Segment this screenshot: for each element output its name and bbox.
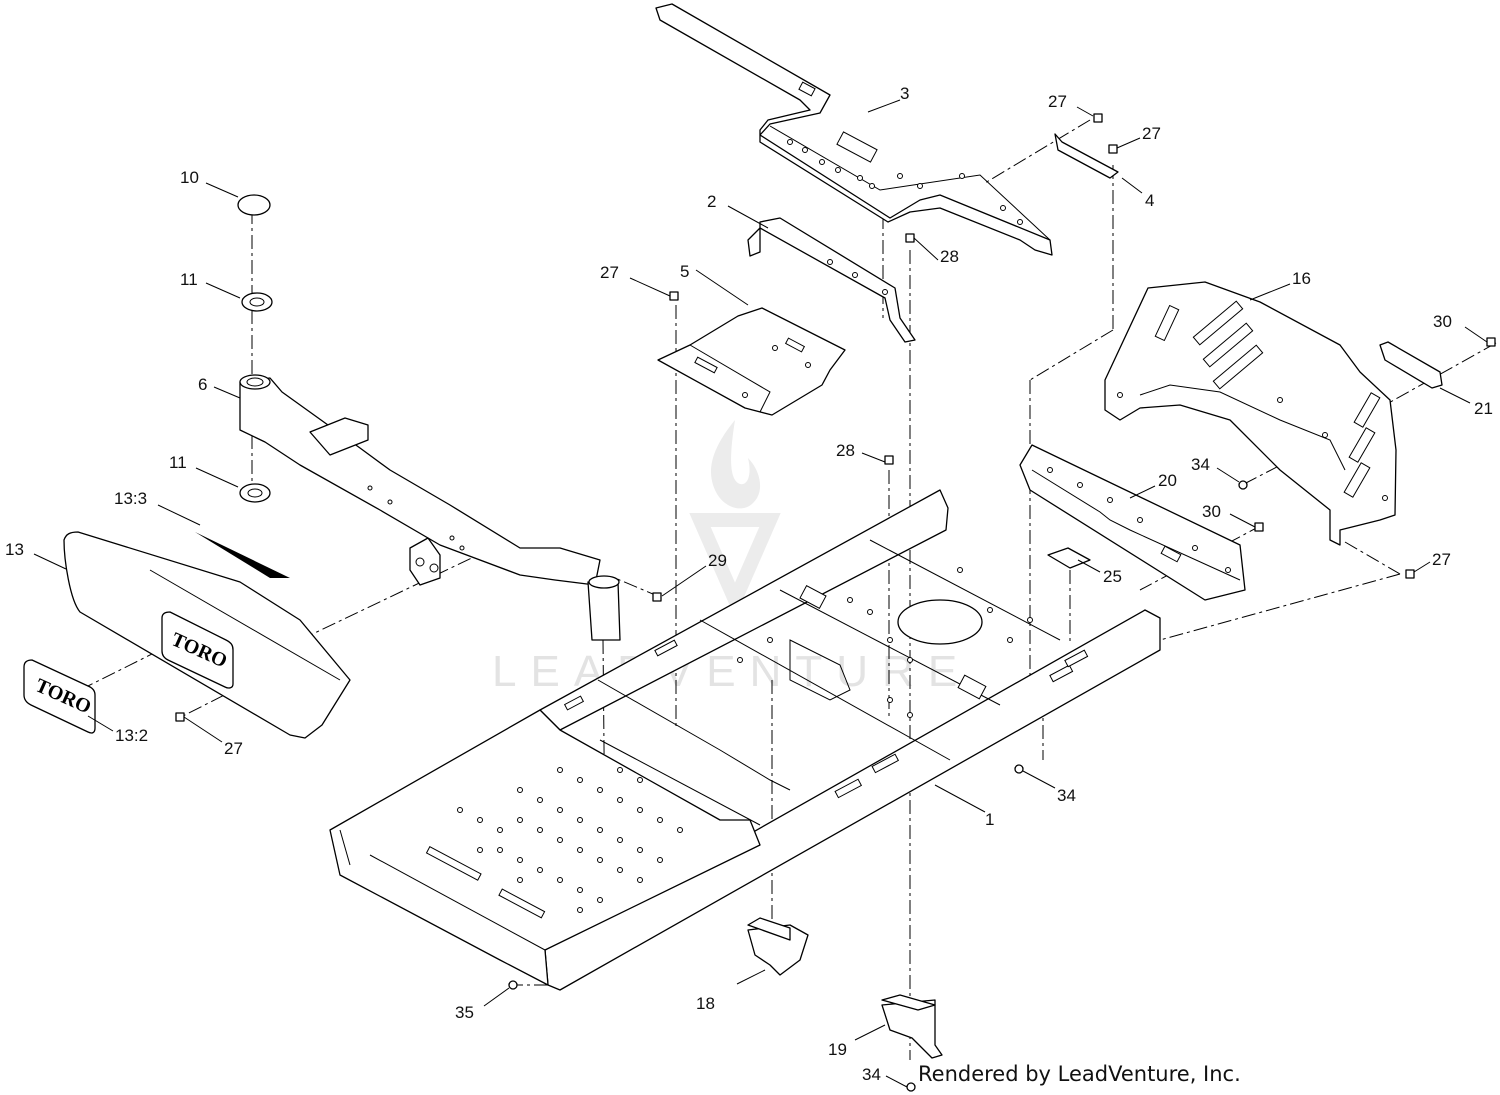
callout-27-a: 27 [1048,92,1067,111]
part-4-bracket [1054,133,1119,179]
part-20-cross-plate [1019,444,1246,601]
fastener-27e [175,712,185,722]
callout-3: 3 [900,84,909,103]
callout-21: 21 [1474,399,1493,418]
callout-11-upper: 11 [180,270,198,289]
callout-11-lower: 11 [169,453,187,472]
part-13-2-decal: TORO [23,659,96,734]
part-19-bracket [881,994,943,1059]
callout-27-d: 27 [1432,550,1451,569]
part-18-bracket [747,917,809,976]
fastener-28b [884,455,894,465]
fastener-29 [652,592,662,602]
fastener-30b [1254,522,1264,532]
render-credit: Rendered by LeadVenture, Inc. [918,1062,1241,1086]
callout-10: 10 [180,168,199,187]
callout-16: 16 [1292,269,1311,288]
part-5-plate [657,307,846,416]
fastener-34b [1014,764,1024,774]
fasteners [175,113,1496,1092]
fastener-30a [1486,337,1496,347]
part-13-front-shroud: TORO [63,531,351,739]
callout-1: 1 [985,810,994,829]
fastener-27a [1093,113,1103,123]
part-13-3-decal-stripe [195,532,290,578]
fastener-27d [1405,569,1415,579]
callout-34-c: 34 [862,1065,881,1084]
callout-30-b: 30 [1202,502,1221,521]
callout-29: 29 [708,551,727,570]
callout-2: 2 [707,192,716,211]
fastener-35 [508,980,518,990]
fastener-27b [1108,144,1118,154]
callout-18: 18 [696,994,715,1013]
watermark: LEADVENTURE [492,420,971,696]
deck-perforations [457,767,683,913]
part-16-seat-pan [1104,281,1397,546]
callout-30-a: 30 [1433,312,1452,331]
callout-13-3: 13:3 [114,489,147,508]
part-10-cap [237,194,271,216]
part-21-bracket [1379,341,1443,389]
callout-34-a: 34 [1191,455,1210,474]
callout-4: 4 [1145,191,1154,210]
callout-27-c: 27 [600,263,619,282]
leader-lines [33,99,1488,1088]
callout-13: 13 [5,540,24,559]
callout-6: 6 [198,375,207,394]
fastener-34c [906,1082,916,1092]
watermark-text: LEADVENTURE [492,647,971,696]
callout-28-b: 28 [836,441,855,460]
callout-27-e: 27 [224,739,243,758]
assembly-lines [79,119,1497,1060]
callout-20: 20 [1158,471,1177,490]
callout-5: 5 [680,262,689,281]
part-6-axle [239,374,621,641]
callout-27-b: 27 [1142,124,1161,143]
callout-28-a: 28 [940,247,959,266]
part-2-bracket [747,217,916,343]
callout-13-2: 13:2 [115,726,148,745]
part-1-main-frame [329,489,1161,991]
callout-19: 19 [828,1040,847,1059]
part-3-console-plate [655,3,1053,256]
callout-34-b: 34 [1057,786,1076,805]
fastener-28a [905,233,915,243]
callout-labels: 1 2 3 4 5 6 10 11 11 13 13:2 13:3 16 18 … [5,84,1493,1084]
parts-10-11 [237,194,273,503]
callout-35: 35 [455,1003,474,1022]
callout-25: 25 [1103,567,1122,586]
fastener-27c [669,291,679,301]
part-25-pad [1047,547,1091,569]
fastener-34a [1238,480,1248,490]
